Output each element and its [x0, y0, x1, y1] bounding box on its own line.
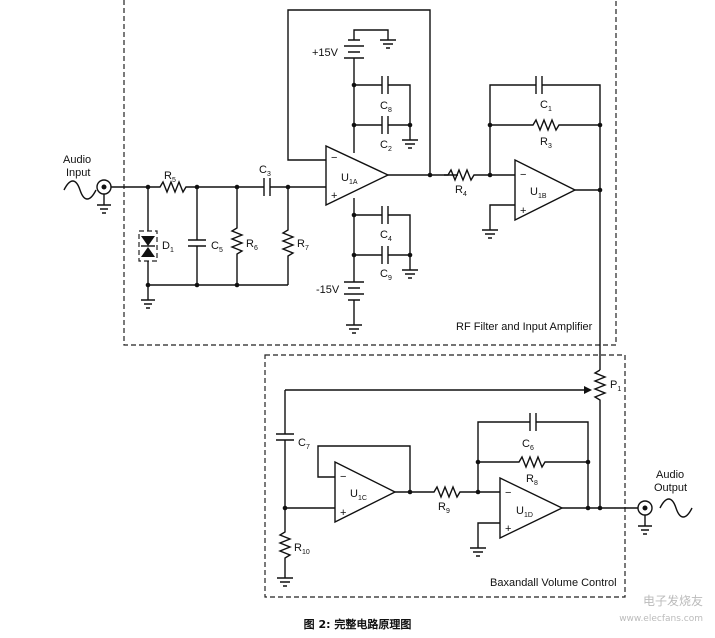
label-audio-input-1: Audio: [63, 154, 91, 166]
resistor-r7: [281, 187, 295, 285]
resistor-r8: [478, 455, 588, 469]
label-c4: C4: [380, 229, 392, 243]
label-r3: R3: [540, 136, 552, 150]
label-c6: C6: [522, 438, 534, 452]
label-volume-block: Baxandall Volume Control: [490, 577, 617, 589]
capacitor-c3: [258, 178, 326, 196]
capacitor-c4: [354, 206, 411, 270]
u1a-feedback: [287, 9, 431, 175]
audio-input-jack: [96, 179, 112, 214]
output-sine-icon: [659, 498, 693, 518]
audio-output-jack: [637, 500, 653, 535]
label-c1: C1: [540, 99, 552, 113]
opamp-u1d: [499, 476, 564, 540]
label-p1: P1: [610, 379, 621, 393]
potentiometer-p1: [593, 369, 607, 508]
resistor-r10: [277, 508, 293, 587]
label-audio-input-2: Input: [66, 167, 90, 179]
label-r7: R7: [297, 238, 309, 252]
label-u1b: U1B: [530, 186, 547, 200]
label-c7: C7: [298, 437, 310, 451]
label-plus15v: +15V: [312, 47, 339, 59]
label-rf-block: RF Filter and Input Amplifier: [456, 321, 593, 333]
label-r6: R6: [246, 238, 258, 252]
label-r8: R8: [526, 473, 538, 487]
label-u1a: U1A: [341, 172, 358, 186]
label-c5: C5: [211, 240, 223, 254]
u1c-minus: −: [340, 471, 346, 483]
capacitor-c7: [276, 390, 294, 508]
opamp-u1a: [325, 144, 390, 207]
supply-negative: [344, 198, 364, 334]
volume-block-border: [264, 354, 626, 598]
label-audio-output-2: Output: [654, 482, 687, 494]
rf-filter-block-border: [123, 0, 617, 346]
resistor-r3: [490, 118, 600, 132]
label-minus15v: -15V: [316, 284, 340, 296]
u1a-minus: −: [331, 152, 337, 164]
diode-d1: [138, 187, 158, 309]
label-c8: C8: [380, 100, 392, 114]
label-c2: C2: [380, 139, 392, 153]
supply-positive: [344, 29, 396, 153]
u1d-minus: −: [505, 487, 511, 499]
capacitor-c9: [354, 246, 410, 264]
label-c3: C3: [259, 164, 271, 178]
capacitor-c5: [188, 187, 206, 285]
resistor-r4: [444, 168, 515, 182]
capacitor-c8: [354, 76, 411, 140]
u1d-plus: +: [505, 523, 511, 535]
u1c-plus: +: [340, 507, 346, 519]
label-c9: C9: [380, 268, 392, 282]
u1a-plus: +: [331, 190, 337, 202]
label-r10: R10: [294, 542, 310, 556]
u1b-minus: −: [520, 169, 526, 181]
label-d1: D1: [162, 240, 174, 254]
resistor-r5: [148, 180, 258, 194]
resistor-r9: [430, 485, 500, 499]
label-u1c: U1C: [350, 488, 367, 502]
capacitor-c2: [354, 116, 410, 134]
opamp-u1b: [514, 158, 577, 222]
input-sine-icon: [63, 180, 97, 200]
label-r4: R4: [455, 184, 467, 198]
watermark-url: www.elecfans.com: [619, 614, 703, 624]
label-u1d: U1D: [516, 505, 533, 519]
figure-caption: 图 2: 完整电路原理图: [303, 618, 412, 631]
resistor-r6: [230, 187, 244, 285]
label-audio-output-1: Audio: [656, 469, 684, 481]
opamp-u1c: [334, 460, 397, 524]
label-r5: R5: [164, 170, 176, 184]
watermark-logo: 电子发烧友: [642, 594, 703, 608]
u1b-plus: +: [520, 205, 526, 217]
label-r9: R9: [438, 501, 450, 515]
